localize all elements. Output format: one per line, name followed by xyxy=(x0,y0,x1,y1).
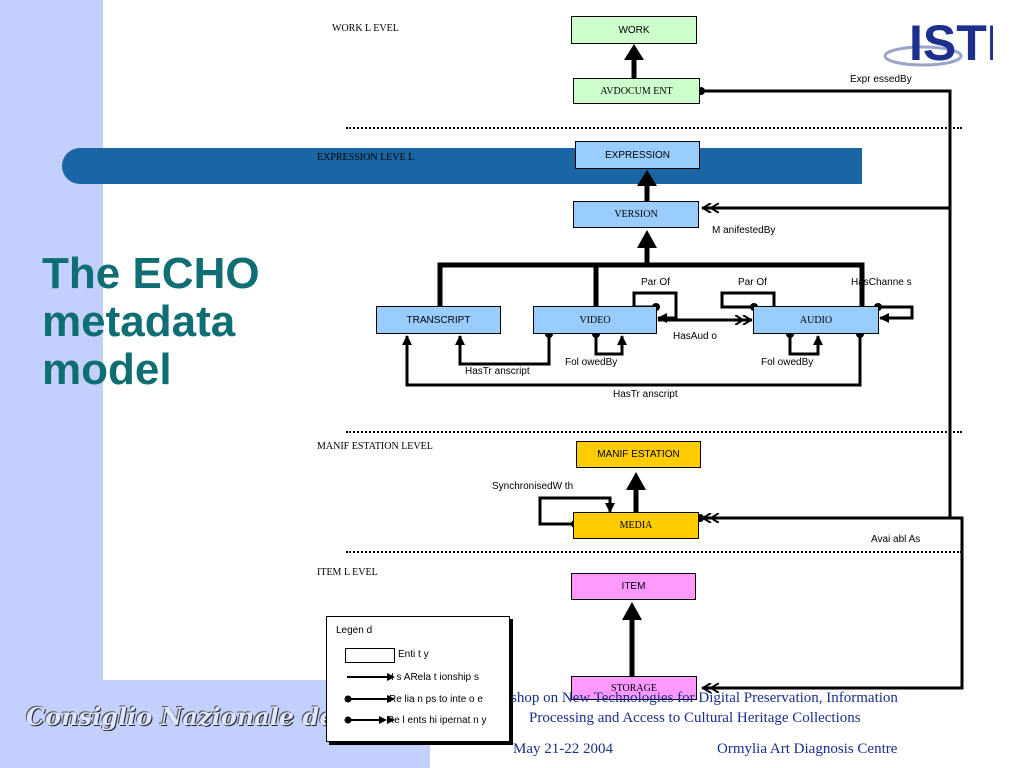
title-line-1: The ECHO xyxy=(42,249,260,298)
sidebar-background xyxy=(0,0,103,768)
title-line-3: model xyxy=(42,345,172,394)
logo-text: ISTI xyxy=(909,15,993,68)
work-level-label: WORK L EVEL xyxy=(332,23,399,34)
entity-video[interactable]: VIDEO xyxy=(533,306,657,334)
relation-has-transcript-audio xyxy=(402,334,862,387)
entity-work[interactable]: WORK xyxy=(571,16,697,44)
entity-storage[interactable]: STORAGE xyxy=(571,676,697,700)
relation-has-transcript-video xyxy=(455,334,551,366)
isa-arrowhead-expression xyxy=(637,170,657,186)
isa-arrowhead-manifestation xyxy=(626,472,646,490)
entity-media[interactable]: MEDIA xyxy=(573,512,699,539)
label-has-audio: HasAud o xyxy=(673,331,717,342)
label-followed-by-video: Fol owedBy xyxy=(565,357,618,368)
manifestation-level-label: MANIF ESTATION LEVEL xyxy=(317,441,433,452)
slide-title: The ECHO metadata model xyxy=(42,250,260,394)
isti-logo: ISTI xyxy=(883,15,993,68)
entity-transcript[interactable]: TRANSCRIPT xyxy=(376,306,501,334)
level-separator-work xyxy=(346,127,962,129)
relation-followed-by-audio xyxy=(788,334,823,356)
entity-audio[interactable]: AUDIO xyxy=(753,306,879,334)
legend-title: Legen d xyxy=(336,625,373,636)
legend-isa-label: I s ARela t ionship s xyxy=(391,672,479,683)
entity-item[interactable]: ITEM xyxy=(571,573,696,600)
relation-expressed-by xyxy=(701,89,952,208)
relation-available-as xyxy=(700,516,964,688)
label-partof-audio: Par Of xyxy=(738,277,767,288)
label-manifested-by: M anifestedBy xyxy=(712,225,776,236)
legend-line-samples xyxy=(344,673,395,724)
isa-arrowhead-item xyxy=(622,602,642,620)
legend-rel-many-label: Re l ents hi ipernat n y xyxy=(387,715,487,726)
label-has-transcript-audio: HasTr anscript xyxy=(613,389,678,400)
expression-level-label: EXPRESSION LEVE L xyxy=(317,152,415,163)
relation-synchronised-with xyxy=(538,496,615,526)
legend: Legen d Enti t y I s ARela t ionship s R… xyxy=(326,616,510,742)
entity-avdocument[interactable]: AVDOCUM ENT xyxy=(573,78,700,104)
label-synchronised-with: SynchronisedW th xyxy=(492,481,574,492)
footer-line-2: Processing and Access to Cultural Herita… xyxy=(529,710,861,726)
title-line-2: metadata xyxy=(42,297,236,346)
entity-expression[interactable]: EXPRESSION xyxy=(575,141,700,169)
legend-rel-one-label: Re lia n ps to inte o e xyxy=(389,694,483,705)
relation-has-channels xyxy=(878,305,914,323)
footer-date: May 21-22 2004 xyxy=(513,741,613,757)
consiglio-nazionale-logo: Consiglio Nazionale delle Ricerche xyxy=(26,702,326,731)
entity-version[interactable]: VERSION xyxy=(573,201,699,228)
content-panel xyxy=(103,0,1024,680)
label-followed-by-audio: Fol owedBy xyxy=(761,357,814,368)
footer-venue: Ormylia Art Diagnosis Centre xyxy=(717,741,898,757)
entity-manifestation[interactable]: MANIF ESTATION xyxy=(576,441,701,468)
title-band xyxy=(62,148,862,184)
item-level-label: ITEM L EVEL xyxy=(317,567,378,578)
legend-entity-label: Enti t y xyxy=(398,649,429,660)
isa-arrowhead-version xyxy=(637,230,657,248)
legend-entity-swatch xyxy=(345,648,395,663)
label-has-channels: HasChanne s xyxy=(851,277,912,288)
label-has-transcript-video: HasTr anscript xyxy=(465,366,530,377)
level-separator-manifestation xyxy=(346,551,962,553)
level-separator-expression xyxy=(346,431,962,433)
label-expressed-by: Expr essedBy xyxy=(850,74,912,85)
relation-manifested-by xyxy=(702,208,952,518)
label-partof-video: Par Of xyxy=(641,277,670,288)
isa-arrowhead-work xyxy=(624,44,644,60)
relation-followed-by-video xyxy=(594,334,627,356)
footer-line-1: shop on New Technologies for Digital Pre… xyxy=(511,690,898,706)
isa-subtypes-bar xyxy=(437,262,865,306)
label-available-as: Avai abl As xyxy=(871,534,921,545)
